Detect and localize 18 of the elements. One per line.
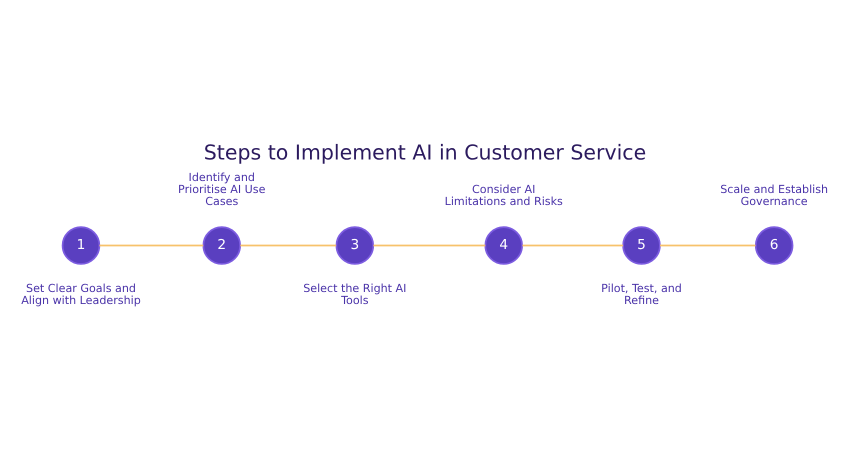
connector — [660, 244, 756, 246]
node-circle: 1 — [62, 226, 100, 265]
node-label: Pilot, Test, and Refine — [601, 282, 682, 308]
node-circle: 4 — [484, 226, 523, 265]
connector — [99, 244, 204, 246]
node-circle: 3 — [336, 226, 374, 265]
connector — [240, 244, 336, 246]
node-label: Set Clear Goals and Align with Leadership — [21, 282, 141, 308]
node-circle: 2 — [202, 226, 241, 265]
node-label: Select the Right AI Tools — [303, 282, 406, 308]
node-label: Scale and Establish Governance — [720, 182, 828, 208]
connector — [373, 244, 486, 246]
connector — [522, 244, 624, 246]
node-label: Consider AI Limitations and Risks — [444, 182, 563, 208]
node-circle: 5 — [622, 226, 661, 265]
node-circle: 6 — [754, 226, 794, 265]
diagram-title: Steps to Implement AI in Customer Service — [204, 140, 646, 164]
node-label: Identify and Prioritise AI Use Cases — [178, 170, 266, 208]
